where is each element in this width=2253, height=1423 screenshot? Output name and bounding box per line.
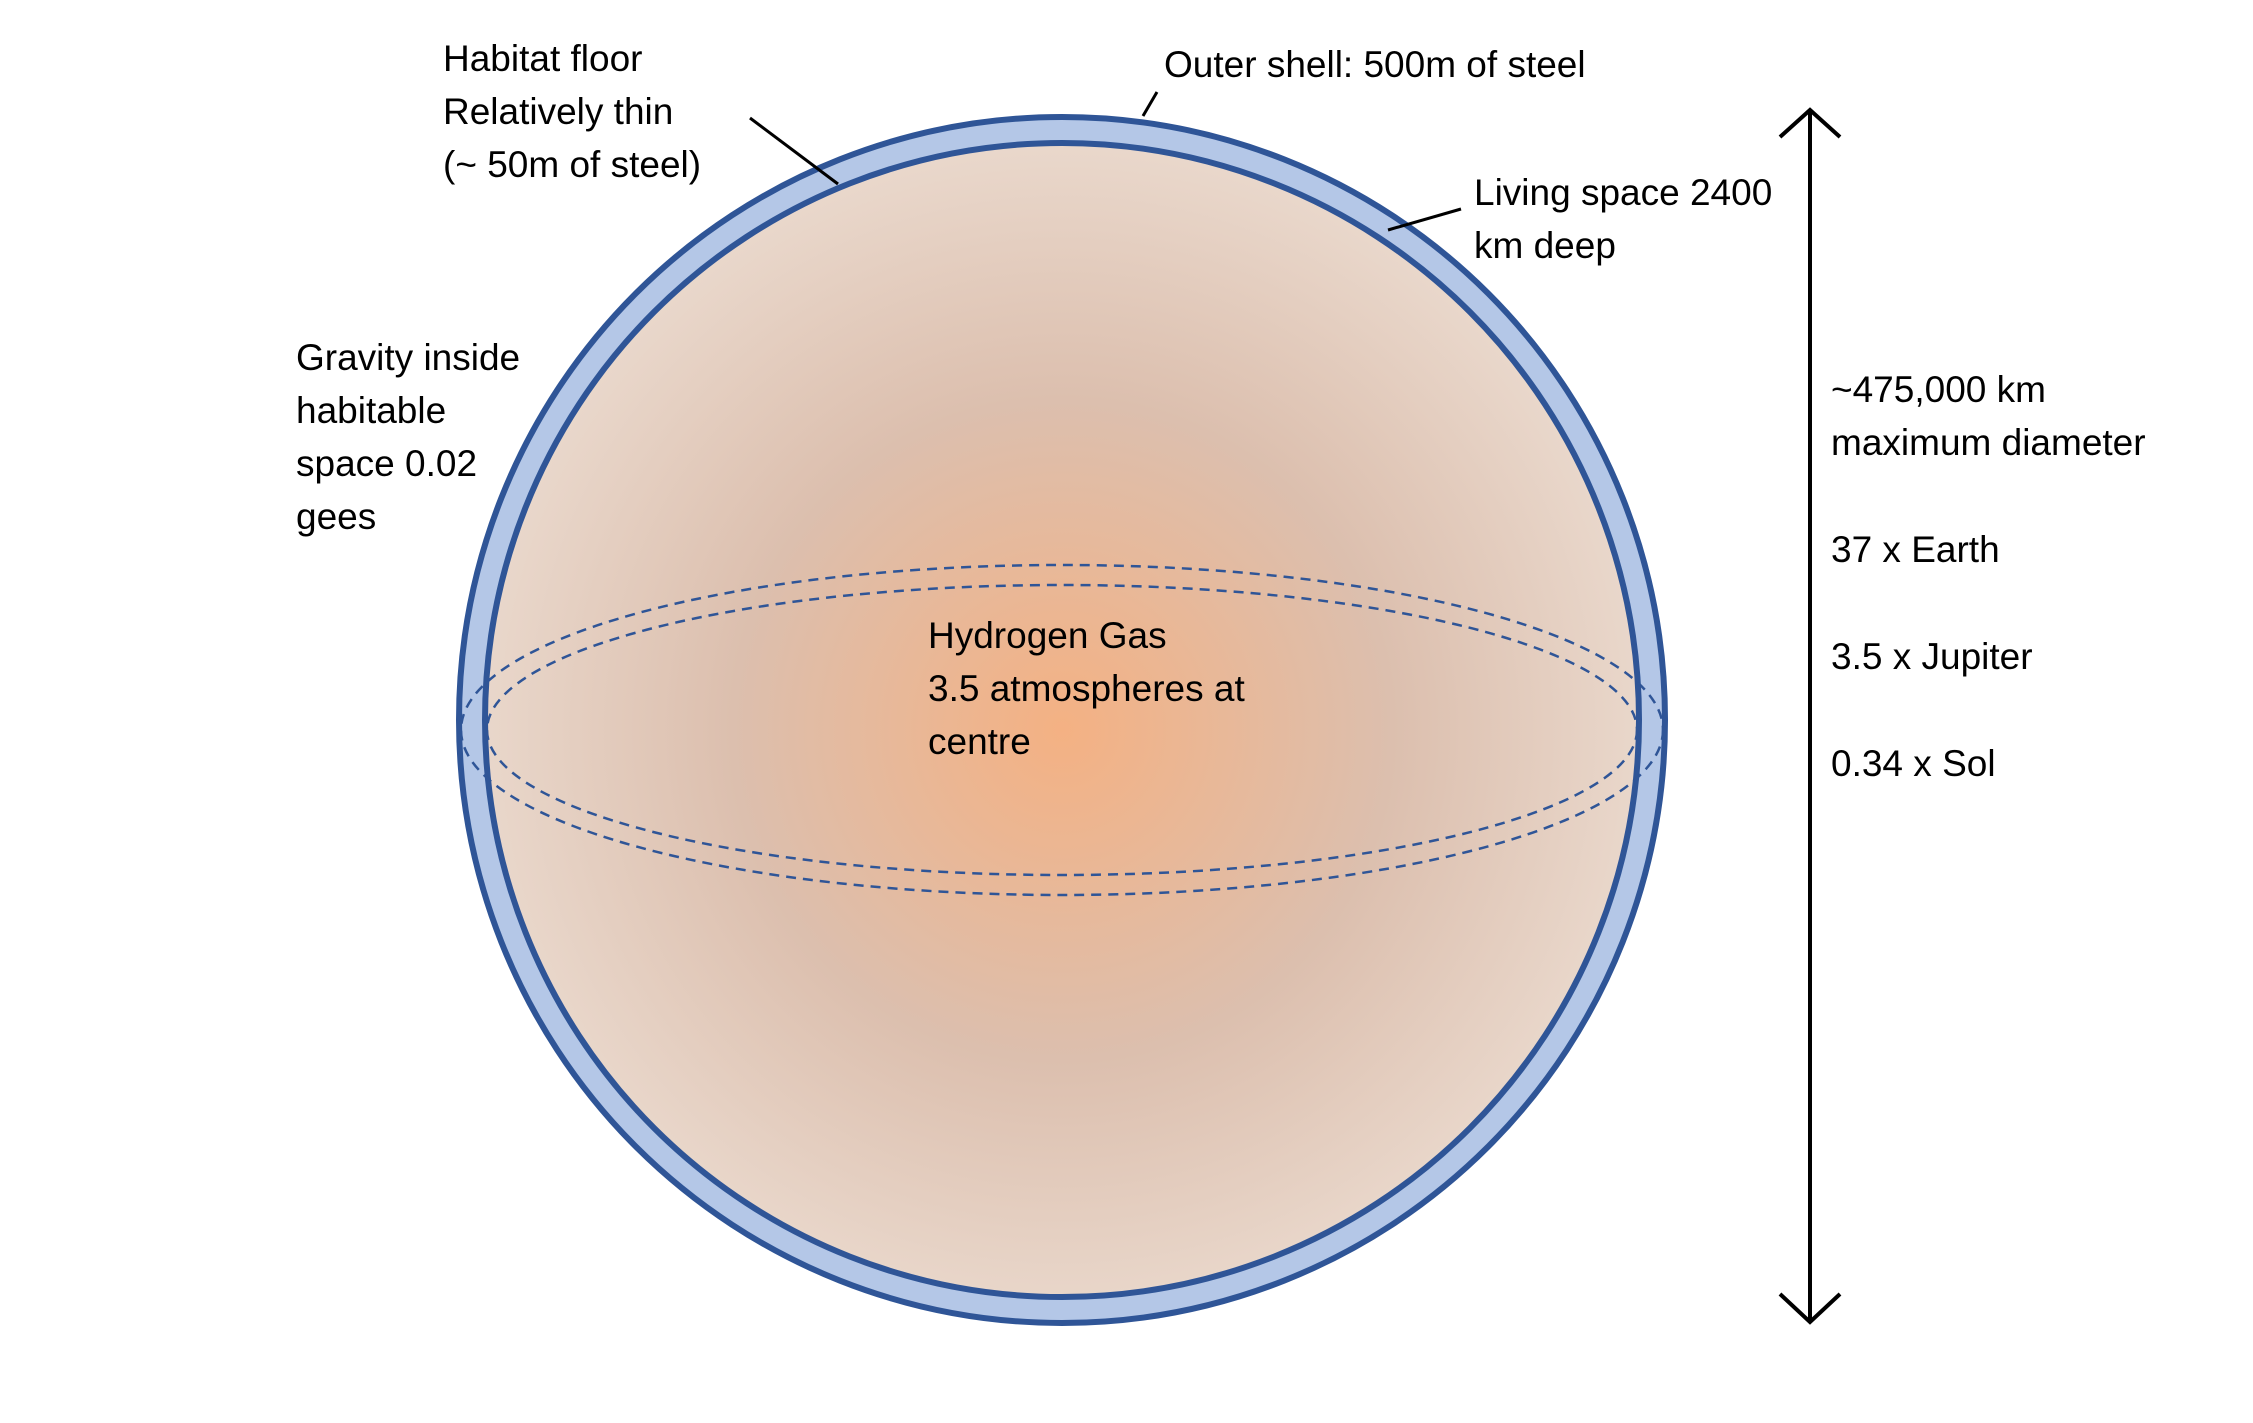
- jupiter-comparison-text: 3.5 x Jupiter: [1831, 636, 2033, 677]
- hydrogen-gas-core: [482, 140, 1642, 1300]
- habitat-floor-label: Habitat floor Relatively thin (~ 50m of …: [443, 32, 701, 191]
- diameter-arrow-head-bottom: [1778, 1292, 1842, 1325]
- gravity-label: Gravity inside habitable space 0.02 gees: [296, 331, 520, 543]
- hydrogen-gas-label: Hydrogen Gas 3.5 atmospheres at centre: [928, 609, 1245, 768]
- hydrogen-line-3: centre: [928, 721, 1031, 762]
- gravity-line-2: habitable: [296, 390, 447, 431]
- gravity-line-3: space 0.02: [296, 443, 478, 484]
- living-space-line-2: km deep: [1474, 225, 1616, 266]
- sol-comparison-text: 0.34 x Sol: [1831, 743, 1996, 784]
- jupiter-comparison-label: 3.5 x Jupiter: [1831, 630, 2033, 683]
- outer-shell-text: Outer shell: 500m of steel: [1164, 44, 1586, 85]
- diameter-label: ~475,000 km maximum diameter: [1831, 363, 2146, 469]
- living-space-label: Living space 2400 km deep: [1474, 166, 1772, 272]
- diameter-line-1: ~475,000 km: [1831, 369, 2046, 410]
- diameter-arrow-head-top: [1778, 107, 1842, 139]
- living-space-line-1: Living space 2400: [1474, 172, 1773, 213]
- earth-comparison-text: 37 x Earth: [1831, 529, 2000, 570]
- earth-comparison-label: 37 x Earth: [1831, 523, 2000, 576]
- equator-inner-dashed: [485, 583, 1639, 877]
- habitat-floor-line-2: Relatively thin: [443, 91, 674, 132]
- habitat-floor-line-1: Habitat floor: [443, 38, 643, 79]
- hydrogen-line-2: 3.5 atmospheres at: [928, 668, 1245, 709]
- outer-shell-label: Outer shell: 500m of steel: [1164, 38, 1586, 91]
- hydrogen-line-1: Hydrogen Gas: [928, 615, 1167, 656]
- sol-comparison-label: 0.34 x Sol: [1831, 737, 1996, 790]
- gravity-line-4: gees: [296, 496, 377, 537]
- habitat-floor-line-3: (~ 50m of steel): [443, 144, 702, 185]
- diameter-line-2: maximum diameter: [1831, 422, 2146, 463]
- habitat-floor-leader: [749, 116, 839, 186]
- living-space-leader: [1387, 207, 1462, 232]
- gravity-line-1: Gravity inside: [296, 337, 521, 378]
- equator-outer-dashed: [459, 563, 1665, 897]
- outer-shell-leader: [1141, 91, 1159, 117]
